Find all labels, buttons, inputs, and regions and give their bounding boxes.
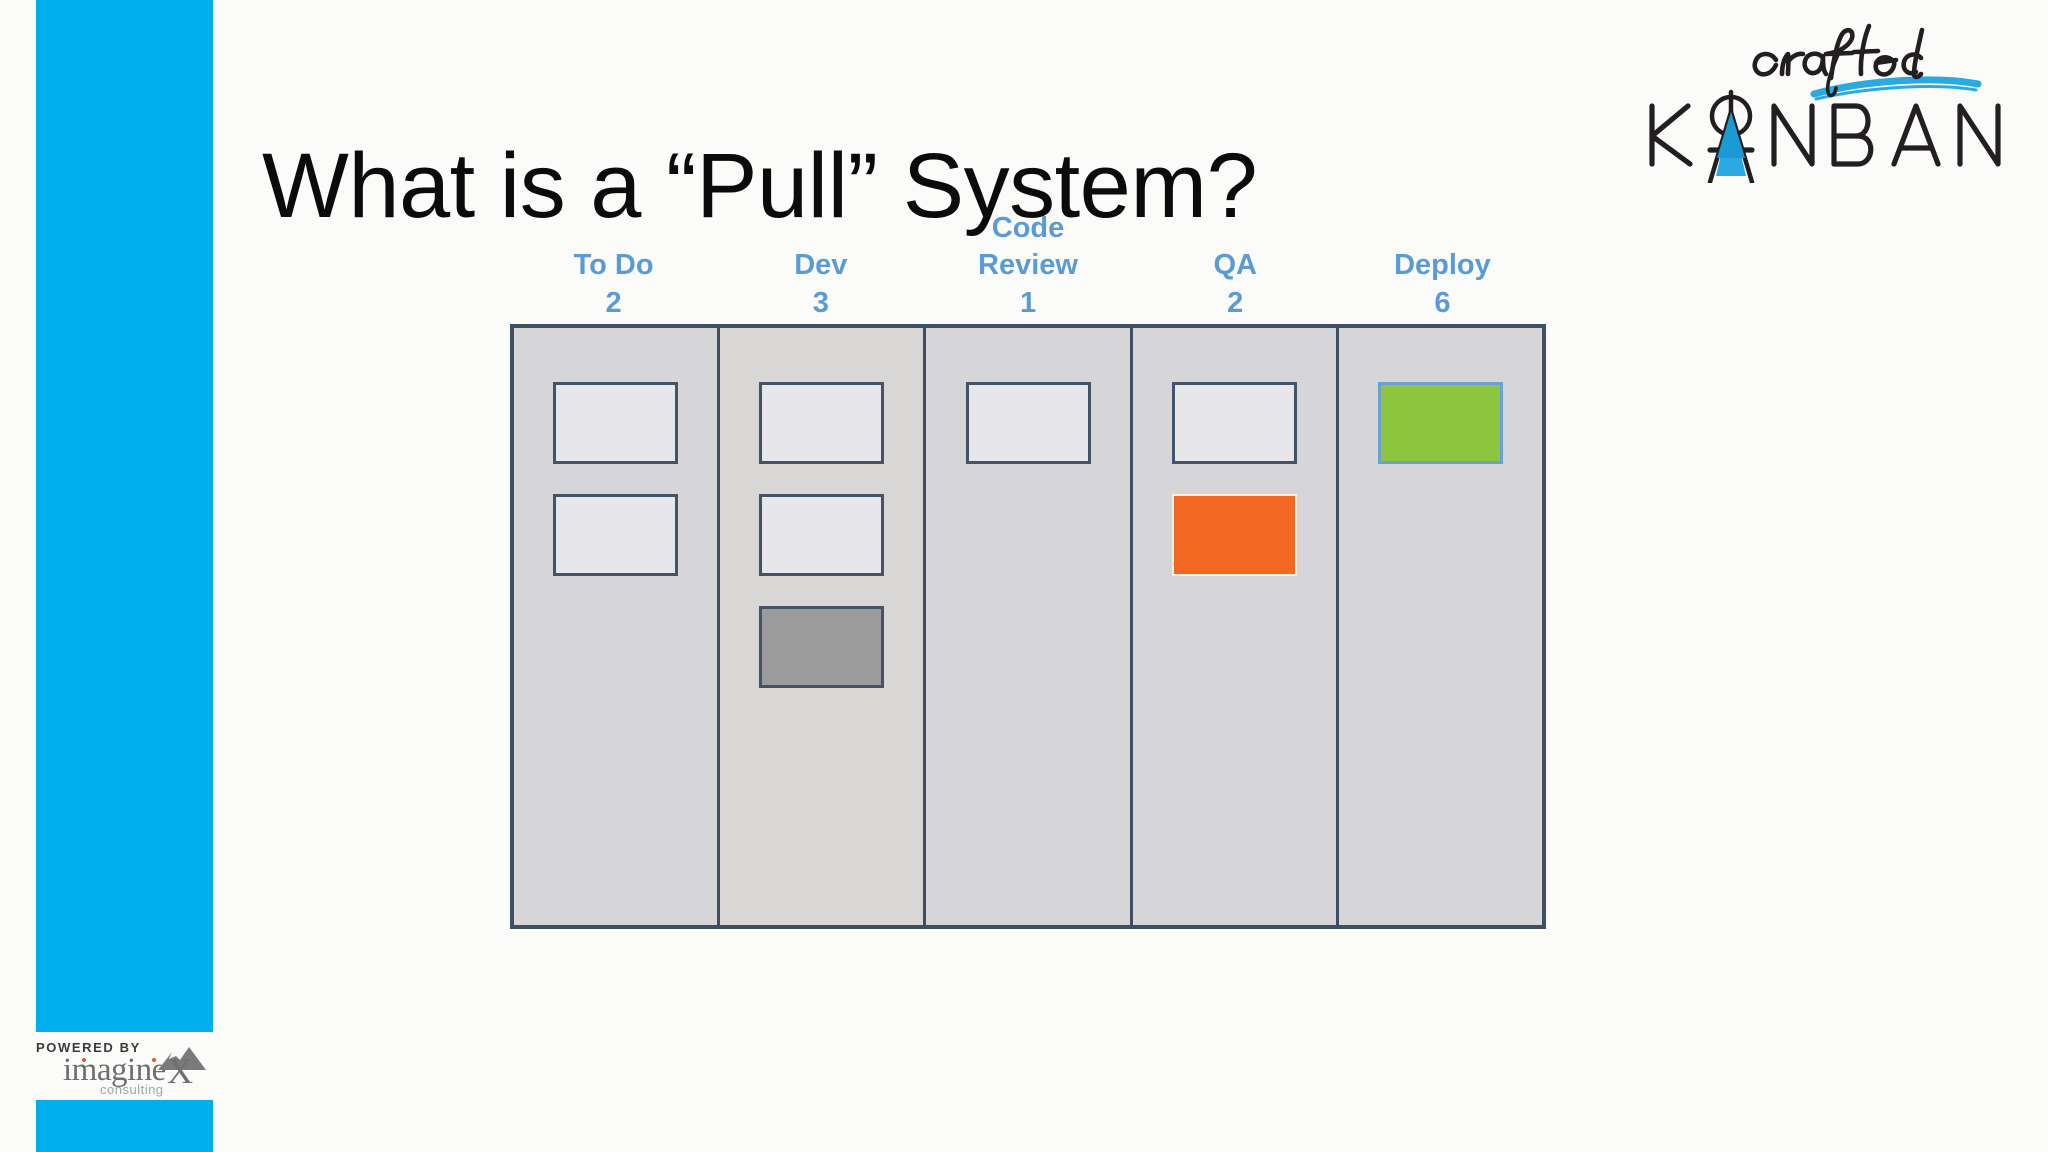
column-name: QA bbox=[1213, 248, 1257, 281]
column-header-deploy: Deploy 6 bbox=[1339, 196, 1546, 322]
kanban-card-blocked[interactable] bbox=[759, 606, 885, 688]
brand-tagline: consulting bbox=[100, 1082, 164, 1097]
kanban-card[interactable] bbox=[1171, 382, 1297, 464]
column-name: Code Review bbox=[978, 211, 1078, 281]
column-header-to-do: To Do 2 bbox=[510, 196, 717, 322]
column-wip-limit: 6 bbox=[1434, 286, 1451, 319]
board-column-to-do[interactable] bbox=[514, 328, 721, 925]
kanban-card[interactable] bbox=[759, 494, 885, 576]
kanban-card[interactable] bbox=[759, 382, 885, 464]
crafted-kanban-logo bbox=[1626, 8, 2026, 183]
kanban-board bbox=[510, 324, 1546, 929]
column-wip-limit: 1 bbox=[1019, 286, 1037, 319]
board-column-deploy[interactable] bbox=[1338, 328, 1543, 925]
powered-by-logo: POWERED BY imagine X consulting bbox=[36, 1040, 216, 1098]
mountain-icon bbox=[156, 1045, 208, 1076]
kanban-card[interactable] bbox=[965, 382, 1091, 464]
brand-name: imagine bbox=[63, 1052, 166, 1088]
column-header-dev: Dev 3 bbox=[717, 196, 924, 322]
imaginex-wordmark: imagine X consulting bbox=[36, 1047, 216, 1097]
left-accent-stripe bbox=[36, 0, 213, 1152]
board-column-code-review[interactable] bbox=[926, 328, 1133, 925]
kanban-card-done[interactable] bbox=[1377, 382, 1503, 464]
kanban-card[interactable] bbox=[553, 494, 679, 576]
kanban-card[interactable] bbox=[553, 382, 679, 464]
board-column-dev[interactable] bbox=[720, 328, 927, 925]
page-title: What is a “Pull” System? bbox=[262, 134, 1258, 237]
column-name: Deploy bbox=[1394, 248, 1491, 281]
compass-icon bbox=[1707, 89, 1755, 183]
board-column-headers: To Do 2 Dev 3 Code Review 1 QA 2 Deploy … bbox=[510, 196, 1546, 322]
board-column-qa[interactable] bbox=[1132, 328, 1339, 925]
column-header-code-review: Code Review 1 bbox=[924, 196, 1131, 322]
accent-dot bbox=[152, 1058, 156, 1062]
column-wip-limit: 2 bbox=[605, 286, 622, 319]
brand-mark-x: X bbox=[167, 1051, 193, 1091]
column-wip-limit: 2 bbox=[1227, 286, 1244, 319]
column-header-qa: QA 2 bbox=[1132, 196, 1339, 322]
column-name: Dev bbox=[794, 248, 848, 281]
column-wip-limit: 3 bbox=[812, 286, 829, 319]
kanban-card-urgent[interactable] bbox=[1171, 494, 1297, 576]
column-name: To Do bbox=[573, 248, 654, 281]
accent-dot bbox=[82, 1058, 86, 1062]
powered-by-label: POWERED BY bbox=[36, 1040, 141, 1055]
